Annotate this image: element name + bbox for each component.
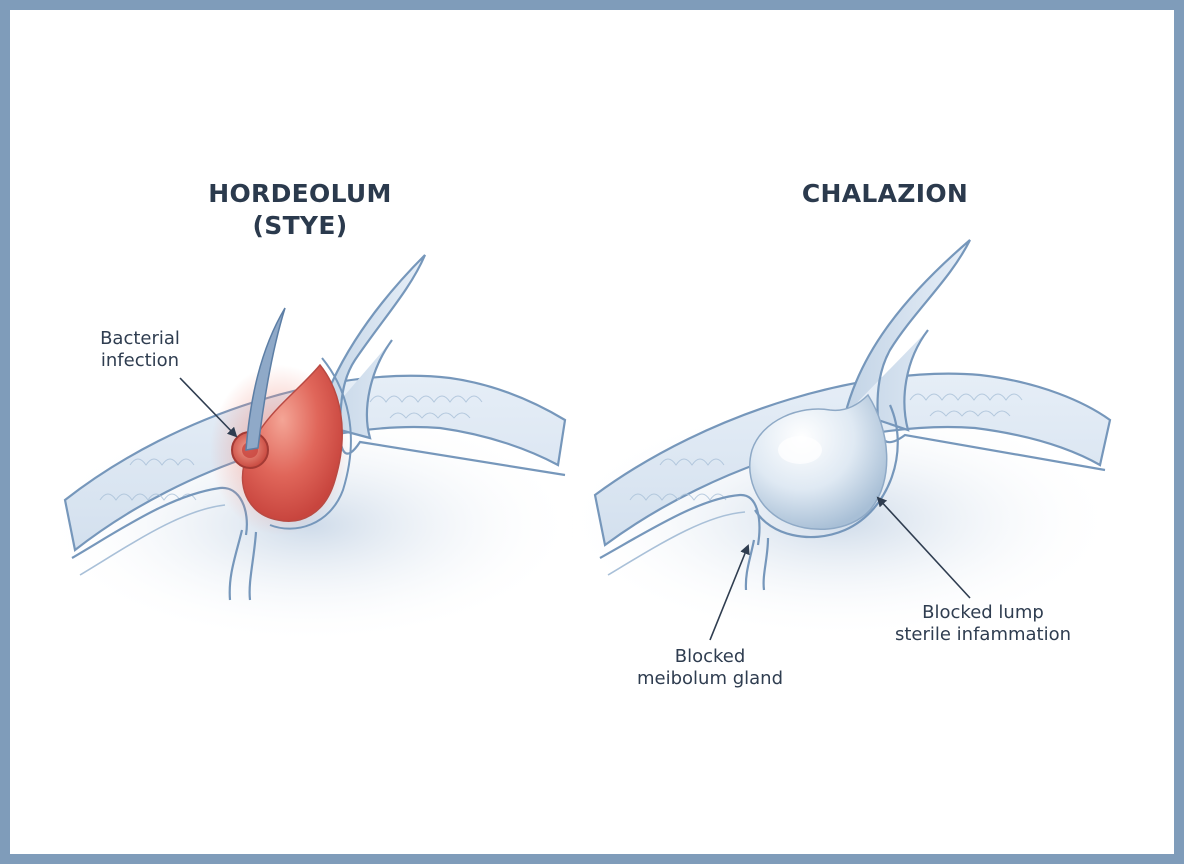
blocked-gland-line2: meibolum gland — [636, 668, 783, 689]
right-lower-line-2 — [607, 511, 746, 576]
hordeolum-illustration — [40, 254, 580, 645]
bacterial-infection-label: Bacterial infection — [65, 328, 215, 372]
chalazion-lump — [749, 393, 888, 530]
diagram-art — [40, 239, 1120, 645]
hordeolum-title: HORDEOLUM (STYE) — [170, 178, 430, 242]
bacterial-infection-line2: infection — [100, 350, 180, 371]
eyelash — [245, 307, 286, 451]
right-lid-curve — [843, 239, 971, 432]
chalazion-sac — [754, 404, 899, 539]
blocked-lump-line2: sterile infammation — [894, 624, 1072, 645]
blocked-lump-label: Blocked lump sterile infammation — [868, 602, 1098, 646]
left-gland-duct — [228, 529, 258, 601]
hordeolum-title-line2: (STYE) — [252, 211, 348, 240]
blocked-gland-line1: Blocked — [674, 646, 746, 667]
right-lower-line-1 — [599, 493, 761, 559]
blocked-gland-arrow — [709, 544, 750, 641]
bacterial-infection-line1: Bacterial — [100, 328, 180, 349]
chalazion-illustration — [560, 239, 1120, 641]
chalazion-title-text: CHALAZION — [801, 179, 969, 208]
illustration-frame: HORDEOLUM (STYE) CHALAZION Bacterial inf… — [10, 10, 1174, 854]
bacterial-infection-arrow — [179, 377, 238, 438]
blocked-lump-line1: Blocked lump — [922, 602, 1044, 623]
hordeolum-lump — [241, 363, 343, 522]
hordeolum-title-line1: HORDEOLUM — [208, 179, 392, 208]
left-lower-line-2 — [79, 504, 226, 576]
blocked-gland-label: Blocked meibolum gland — [610, 646, 810, 690]
chalazion-title: CHALAZION — [755, 178, 1015, 210]
blocked-lump-arrow — [876, 496, 971, 599]
right-gland-duct — [744, 537, 770, 591]
